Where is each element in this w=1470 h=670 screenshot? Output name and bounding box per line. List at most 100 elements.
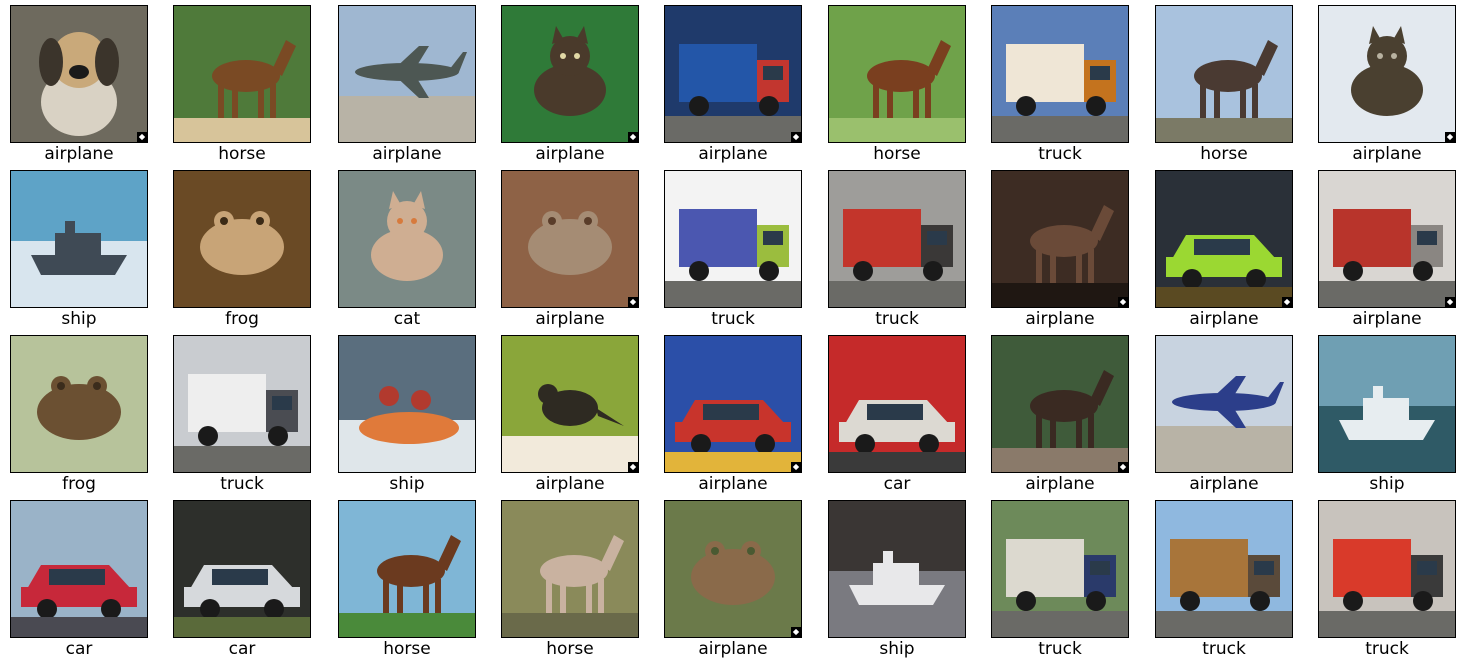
ship-icon <box>11 171 147 307</box>
thumbnail-image <box>501 170 639 308</box>
thumbnail-image <box>10 5 148 143</box>
grid-cell: cat <box>338 170 476 330</box>
dog-icon <box>11 6 147 142</box>
grid-cell: horse <box>501 500 639 660</box>
image-label: car <box>883 474 911 494</box>
horse-icon <box>992 171 1128 307</box>
image-label: airplane <box>1025 309 1095 329</box>
thumbnail-image <box>338 5 476 143</box>
image-label: frog <box>62 474 96 494</box>
thumbnail-image <box>1155 335 1293 473</box>
image-label: horse <box>218 144 266 164</box>
horse-icon <box>502 501 638 637</box>
image-label: truck <box>1202 639 1246 659</box>
truck-icon <box>1156 501 1292 637</box>
image-label: truck <box>711 309 755 329</box>
boat-icon <box>339 336 475 472</box>
marker-icon <box>791 627 801 637</box>
ship-icon <box>829 501 965 637</box>
grid-cell: airplane <box>1318 170 1456 330</box>
thumbnail-image <box>1155 5 1293 143</box>
image-label: cat <box>393 309 421 329</box>
grid-cell: airplane <box>991 170 1129 330</box>
image-label: ship <box>389 474 425 494</box>
grid-cell: airplane <box>338 5 476 165</box>
marker-icon <box>628 132 638 142</box>
image-label: truck <box>875 309 919 329</box>
image-label: airplane <box>535 474 605 494</box>
thumbnail-image <box>828 335 966 473</box>
bird-icon <box>502 336 638 472</box>
horse-icon <box>339 501 475 637</box>
grid-cell: truck <box>991 5 1129 165</box>
frog-icon <box>11 336 147 472</box>
thumbnail-image <box>1318 500 1456 638</box>
grid-cell: airplane <box>1318 5 1456 165</box>
horse-icon <box>829 6 965 142</box>
thumbnail-image <box>991 5 1129 143</box>
thumbnail-image <box>664 500 802 638</box>
car-icon <box>174 501 310 637</box>
image-label: frog <box>225 309 259 329</box>
thumbnail-image <box>338 500 476 638</box>
grid-cell: frog <box>173 170 311 330</box>
truck-icon <box>665 6 801 142</box>
image-label: truck <box>1365 639 1409 659</box>
grid-cell: airplane <box>664 335 802 495</box>
grid-cell: ship <box>1318 335 1456 495</box>
grid-cell: ship <box>338 335 476 495</box>
image-label: horse <box>383 639 431 659</box>
thumbnail-image <box>173 335 311 473</box>
grid-cell: car <box>173 500 311 660</box>
grid-cell: horse <box>173 5 311 165</box>
marker-icon <box>1118 462 1128 472</box>
truck-icon <box>174 336 310 472</box>
grid-cell: truck <box>991 500 1129 660</box>
car-icon <box>1156 171 1292 307</box>
car-icon <box>829 336 965 472</box>
horse-icon <box>1156 6 1292 142</box>
jet-icon <box>339 6 475 142</box>
image-label: car <box>65 639 93 659</box>
image-label: horse <box>1200 144 1248 164</box>
thumbnail-image <box>1155 500 1293 638</box>
marker-icon <box>791 132 801 142</box>
image-label: airplane <box>1352 309 1422 329</box>
cat-icon <box>502 6 638 142</box>
thumbnail-image <box>1318 5 1456 143</box>
thumbnail-image <box>338 335 476 473</box>
image-label: airplane <box>698 639 768 659</box>
grid-cell: airplane <box>10 5 148 165</box>
thumbnail-image <box>10 170 148 308</box>
thumbnail-image <box>1318 335 1456 473</box>
truck-icon <box>992 501 1128 637</box>
cat-icon <box>339 171 475 307</box>
image-label: horse <box>873 144 921 164</box>
truck-icon <box>1319 501 1455 637</box>
grid-cell: horse <box>828 5 966 165</box>
horse-icon <box>174 6 310 142</box>
image-label: horse <box>546 639 594 659</box>
truck-icon <box>665 171 801 307</box>
grid-cell: airplane <box>664 500 802 660</box>
image-label: truck <box>220 474 264 494</box>
grid-cell: car <box>10 500 148 660</box>
truck-icon <box>829 171 965 307</box>
image-label: ship <box>1369 474 1405 494</box>
jet-icon <box>1156 336 1292 472</box>
frog-icon <box>665 501 801 637</box>
grid-cell: truck <box>1318 500 1456 660</box>
marker-icon <box>1445 132 1455 142</box>
image-label: airplane <box>1189 309 1259 329</box>
image-label: airplane <box>535 144 605 164</box>
grid-cell: truck <box>173 335 311 495</box>
grid-cell: horse <box>338 500 476 660</box>
thumbnail-image <box>10 335 148 473</box>
thumbnail-image <box>173 5 311 143</box>
grid-cell: airplane <box>501 335 639 495</box>
car-icon <box>665 336 801 472</box>
grid-cell: ship <box>10 170 148 330</box>
grid-cell: airplane <box>991 335 1129 495</box>
grid-cell: airplane <box>501 170 639 330</box>
